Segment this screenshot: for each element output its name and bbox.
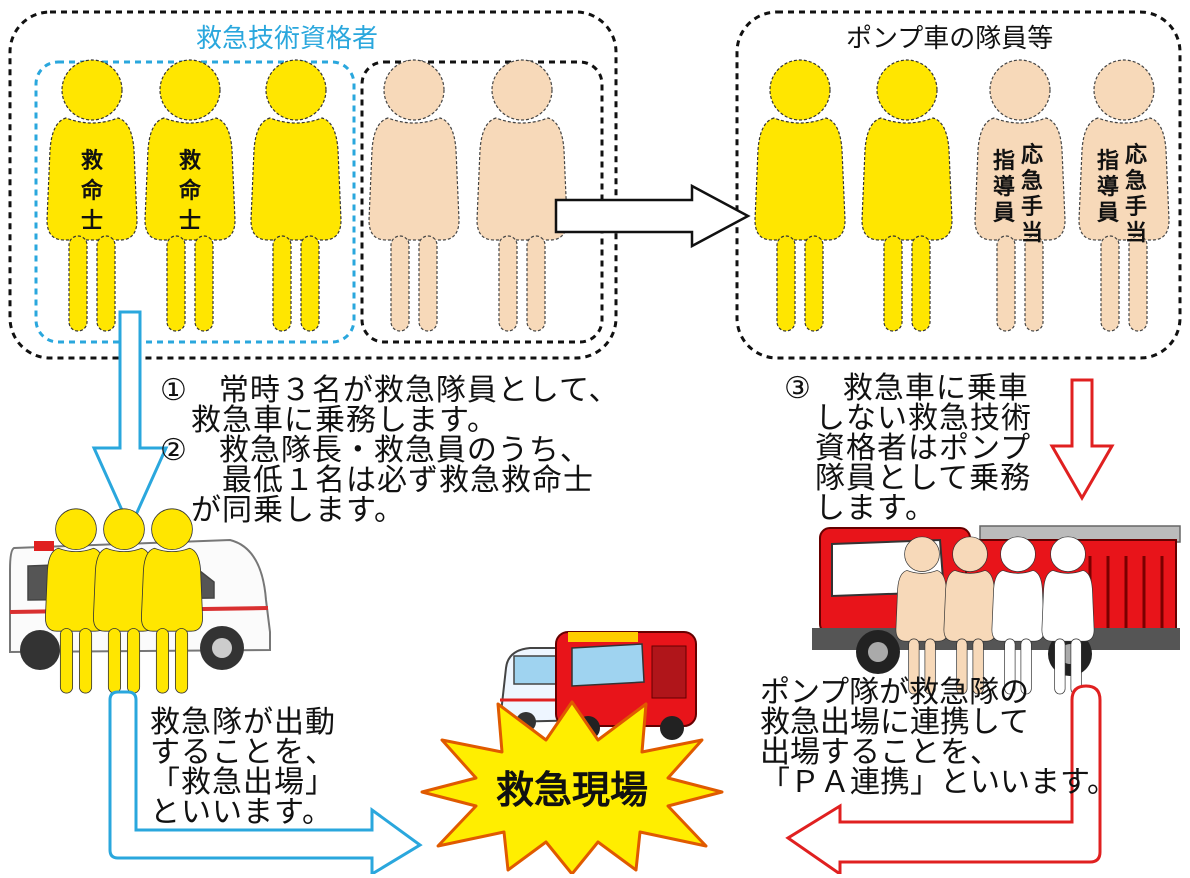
instructor-char: 応 xyxy=(1125,142,1147,168)
instructor-char: 応 xyxy=(1021,142,1043,168)
pump-group-title: ポンプ車の隊員等 xyxy=(846,24,1054,54)
paramedic-label-1: 救 命 士 xyxy=(81,149,104,234)
instructor-char: 手 xyxy=(1021,195,1043,220)
pump-emt-figure-1 xyxy=(754,59,846,332)
paramedic-char: 命 xyxy=(81,178,104,204)
pa-link-note: ポンプ隊が救急隊の 救急出場に連携して 出場することを、 「ＰＡ連携」といいます… xyxy=(760,675,1117,800)
blue-down-arrow-icon xyxy=(91,310,169,532)
instructor-char: 当 xyxy=(1125,221,1147,246)
emt-figure-3 xyxy=(250,59,342,332)
transfer-arrow-icon xyxy=(554,183,751,249)
paramedic-char: 救 xyxy=(179,149,201,174)
emt-group-title: 救急技術資格者 xyxy=(196,24,379,54)
pump-group-frame xyxy=(735,10,1182,360)
instructor-label-left-2: 指 導 員 xyxy=(1096,149,1119,226)
pump-emt-figure-2 xyxy=(861,59,953,332)
beige-emt-figures xyxy=(368,59,568,332)
ambulance-dispatch-note: 救急隊が出動 することを、 「救急出場」 といいます。 xyxy=(150,705,336,830)
instructor-char: 急 xyxy=(1021,168,1043,194)
ambulance-crew-note: ① 常時３名が救急隊員として、 救急車に乗務します。 ② 救急隊長・救急員のうち… xyxy=(160,373,620,528)
beige-emt-figure-2 xyxy=(476,59,568,332)
instructor-char: 員 xyxy=(1096,201,1119,226)
scene-fire-truck-icon xyxy=(555,631,697,740)
instructor-char: 急 xyxy=(1125,168,1147,194)
instructor-char: 導 xyxy=(993,174,1015,200)
scene-label: 救急現場 xyxy=(496,768,649,812)
remaining-emt-frame xyxy=(360,60,604,344)
crew-figure-3 xyxy=(140,508,204,694)
pump-crew-note: ③ 救急車に乗車 しない救急技術 資格者はポンプ 隊員として乗務 します。 xyxy=(784,371,1032,526)
paramedic-char: 命 xyxy=(179,178,202,204)
beige-emt-figure-1 xyxy=(368,59,460,332)
instructor-label-left-1: 指 導 員 xyxy=(992,149,1015,226)
paramedic-label-2: 救 命 士 xyxy=(179,149,202,234)
instructor-char: 指 xyxy=(1097,149,1119,174)
red-scene-arrow-icon xyxy=(785,684,1102,877)
instructor-char: 手 xyxy=(1125,195,1147,220)
paramedic-char: 士 xyxy=(81,209,103,234)
instructor-char: 員 xyxy=(992,201,1015,226)
ambulance-crew-figures xyxy=(44,508,204,694)
paramedic-char: 士 xyxy=(179,209,201,234)
instructor-char: 指 xyxy=(993,149,1015,174)
instructor-char: 導 xyxy=(1097,174,1119,200)
blue-scene-arrow-icon xyxy=(108,690,423,877)
red-down-arrow-icon xyxy=(1049,378,1115,502)
paramedic-char: 救 xyxy=(81,149,103,174)
instructor-char: 当 xyxy=(1021,221,1043,246)
emt-group-frame xyxy=(8,10,618,360)
instructor-label-right-2: 応 急 手 当 xyxy=(1125,142,1147,246)
pump-emt-figures xyxy=(754,59,953,332)
instructor-label-right-1: 応 急 手 当 xyxy=(1021,142,1043,246)
